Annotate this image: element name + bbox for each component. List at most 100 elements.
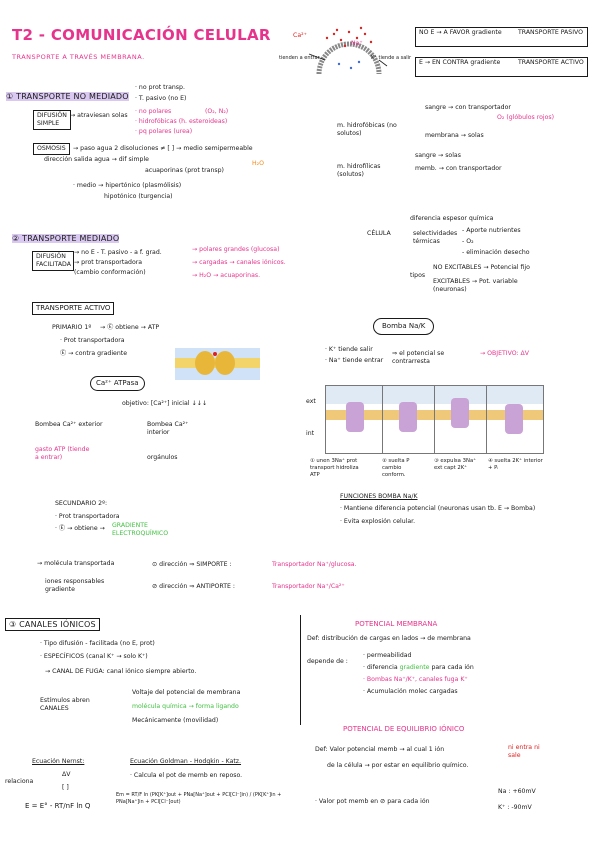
celula-line-3: - O₂ xyxy=(462,238,474,245)
s3-line-2: · ESPECÍFICOS (canal K⁺ → solo K⁺) xyxy=(40,653,148,660)
int-label: int xyxy=(306,430,315,437)
nernst-dv: ΔV xyxy=(62,771,71,778)
s2-pink-1: → polares grandes (glucosa) xyxy=(192,246,280,253)
estimulo-2: molécula química → forma ligando xyxy=(132,703,239,710)
pump-step-1: ① unen 3Na⁺ prot transport hidroliza ATP xyxy=(310,458,359,478)
membrane-diagram: Ca²⁺ Na⁺ tienden a entrar K⁺ tiende a sa… xyxy=(279,24,411,76)
organulos: orgánulos xyxy=(147,454,178,461)
s3-line-3: → CANAL DE FUGA: canal iónico siempre ab… xyxy=(45,668,197,675)
cotrans-line-2: iones responsables gradiente xyxy=(45,578,105,593)
ca-label: Ca²⁺ xyxy=(293,32,307,39)
pump-step-3: ③ expulsa 3Na⁺ ext capt 2K⁺ xyxy=(434,458,476,471)
contra-gradiente: Ⓔ → contra gradiente xyxy=(60,350,128,357)
mhidrof-label: m. hidrofílicas (solutos) xyxy=(337,163,381,178)
osmosis-line-1: → paso agua 2 disoluciones ≠ [ ] → medio… xyxy=(73,145,253,152)
passive-box-right: TRANSPORTE PASIVO xyxy=(518,29,584,36)
depende-2: · diferencia gradiente para cada ión xyxy=(363,664,474,672)
bomba-label: Bomba Na/K xyxy=(373,318,435,335)
estimulo-3: Mecánicamente (movilidad) xyxy=(132,717,219,724)
potencial-def: Def: distribución de cargas en lados → d… xyxy=(307,635,471,642)
bomba-line-2: · Na⁺ tiende entrar xyxy=(325,357,384,364)
gradiente-electroquimico: GRADIENTE ELECTROQUÍMICO xyxy=(112,522,169,537)
depende-2-text: · diferencia xyxy=(363,664,398,671)
bomba-objetivo: → OBJETIVO: ΔV xyxy=(480,350,530,357)
bombea-interior: Bombea Ca²⁺ interior xyxy=(147,421,189,436)
simple-item-2: · hidrofóbicas (h. esteroideas) xyxy=(135,118,228,125)
depende-label: depende de : xyxy=(307,658,348,665)
equilibrio-entra: ni entra ni sale xyxy=(508,744,540,759)
membrane-drawing xyxy=(308,26,388,75)
osmosis-box: OSMOSIS xyxy=(33,143,70,155)
s2-pink-2: → cargadas → canales iónicos. xyxy=(192,259,286,266)
section-3-heading-text: ③ CANALES IÓNICOS xyxy=(5,618,100,631)
cotrans-line-1: → molécula transportada xyxy=(37,560,115,567)
tipos-line-2: EXCITABLES → Pot. variable (neuronas) xyxy=(433,278,518,293)
mhidro-note: O₂ (glóbulos rojos) xyxy=(497,114,555,121)
depende-3: · Bombas Na⁺/K⁺, canales fuga K⁺ xyxy=(363,676,468,684)
atpasa-image xyxy=(175,348,260,380)
atpasa-drawing xyxy=(175,351,260,375)
ghk-title: Ecuación Goldman - Hodgkin - Katz. xyxy=(130,758,242,765)
difusion-simple-box: DIFUSIÓN SIMPLE xyxy=(33,110,71,130)
nernst-conc: [ ] xyxy=(62,784,69,791)
page-subtitle: TRANSPORTE A TRAVÉS MEMBRANA. xyxy=(12,53,145,61)
antiporte-label: ⊘ dirección ⇒ ANTIPORTE : xyxy=(152,583,236,590)
pump-panel-1 xyxy=(325,385,384,454)
pump-step-4: ④ suelta 2K⁺ interior + Pᵢ xyxy=(488,458,543,471)
pump-panel-2 xyxy=(382,385,436,454)
s2-line-1: → no E - T. pasivo - a f. grad. xyxy=(74,249,162,256)
tend-entrar-label: tienden a entrar xyxy=(279,55,320,61)
depende-3-text: · Bombas Na⁺/K⁺, canales fuga K⁺ xyxy=(363,676,468,683)
depende-2-para: para cada ión xyxy=(431,664,474,671)
simple-item-1: · no polares xyxy=(135,108,172,115)
prot-transportadora: · Prot transportadora xyxy=(60,337,125,344)
pump-panel-3 xyxy=(434,385,488,454)
mhidro-line-2: membrana → solas xyxy=(425,132,484,139)
tipos-line-1: NO EXCITABLES → Potencial fijo xyxy=(433,264,530,271)
osmosis-line-2: dirección salida agua → dif simple xyxy=(44,156,149,163)
s3-line-1: · Tipo difusión - facilitada (no E, prot… xyxy=(40,640,155,647)
equilibrio-def2: de la célula → por estar en equilibrio q… xyxy=(327,762,469,769)
atpasa-label: Ca²⁺ ATPasa xyxy=(90,376,145,391)
s2-pink-3: → H₂O → acuaporinas. xyxy=(192,272,261,279)
section-1-heading-text: ① TRANSPORTE NO MEDIADO xyxy=(6,92,129,101)
medio-line-1: · medio → hipertónico (plasmólisis) xyxy=(73,182,182,189)
tipos-label: tipos xyxy=(410,272,426,279)
mhidro-label: m. hidrofóbicas (no solutos) xyxy=(337,122,397,137)
section-1-heading: ① TRANSPORTE NO MEDIADO xyxy=(6,92,129,101)
s1-prop-2: · T. pasivo (no E) xyxy=(135,95,187,102)
ghk-equation: Em = RT/F ln (PK[K⁺]out + PNa[Na⁺]out + … xyxy=(116,792,282,805)
passive-box-left: NO E → A FAVOR gradiente xyxy=(419,29,502,36)
tend-salir-label: K⁺ tiende a salir xyxy=(371,55,412,61)
objetivo-text: objetivo: [Ca²⁺] inicial ↓↓↓ xyxy=(122,400,208,407)
ext-label: ext xyxy=(306,398,316,405)
depende-4: · Acumulación molec cargadas xyxy=(363,688,458,695)
primario-obtiene: → Ⓔ obtiene → ATP xyxy=(100,324,160,331)
mhidrof-line-1: sangre → solas xyxy=(415,152,461,159)
simple-item-3: · pq polares (urea) xyxy=(135,128,193,135)
funciones-line-1: · Mantiene diferencia potencial (neurona… xyxy=(340,505,536,512)
atraviesan-text: → atraviesan solas xyxy=(70,112,128,119)
section-2-heading-text: ② TRANSPORTE MEDIADO xyxy=(12,234,120,243)
celula-label: CÉLULA xyxy=(367,230,391,237)
h2o-label: H₂O xyxy=(252,160,265,167)
passive-box: NO E → A FAVOR gradiente TRANSPORTE PASI… xyxy=(415,27,588,47)
bomba-line-1: · K⁺ tiende salir xyxy=(325,346,373,353)
nernst-equation: E = E° - RT/nF ln Q xyxy=(25,802,91,810)
depende-2-gradiente: gradiente xyxy=(399,664,430,671)
estimulo-1: Voltaje del potencial de membrana xyxy=(132,689,241,696)
nernst-title: Ecuación Nernst: xyxy=(32,758,85,765)
transporte-activo-box: TRANSPORTE ACTIVO xyxy=(32,302,115,315)
section-2-heading: ② TRANSPORTE MEDIADO xyxy=(12,234,120,243)
pump-panel-4 xyxy=(486,385,544,454)
na-label: Na⁺ xyxy=(351,40,363,47)
divider-line xyxy=(300,615,301,725)
medio-line-2: hipotónico (turgencia) xyxy=(104,193,173,200)
depende-1: · permeabilidad xyxy=(363,652,412,659)
simple-item-extra: (O₂, N₂) xyxy=(205,108,229,115)
bombea-exterior: Bombea Ca²⁺ exterior xyxy=(35,421,103,428)
secundario-label: SECUNDARIO 2º: xyxy=(55,500,108,507)
equilibrio-def: Def: Valor potencial memb → al cual 1 ió… xyxy=(315,746,445,753)
equilibrio-na: Na : +60mV xyxy=(498,788,536,795)
nernst-relaciona: relaciona xyxy=(5,778,34,785)
